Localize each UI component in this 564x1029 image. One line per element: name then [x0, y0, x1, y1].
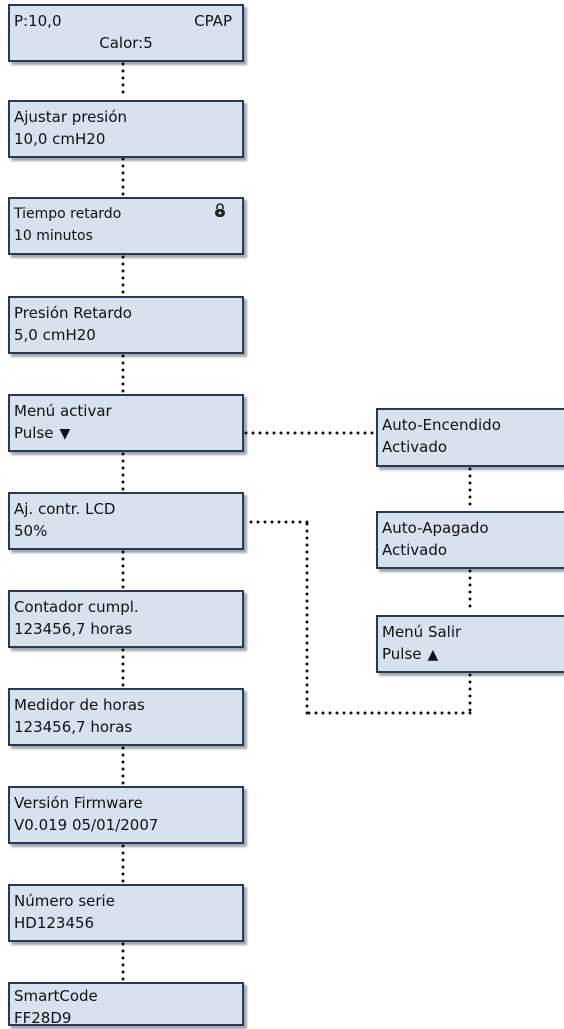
menu-label: Ajustar presión: [14, 108, 128, 126]
menu-presion-retardo: Presión Retardo 5,0 cmH20: [8, 296, 244, 354]
menu-label: Contador cumpl.: [14, 598, 139, 616]
menu-tiempo-retardo: Tiempo retardo 10 minutos: [8, 197, 244, 255]
submenu-auto-encendido: Auto-Encendido Activado: [376, 408, 564, 467]
menu-value: 123456,7 horas: [14, 718, 133, 736]
menu-ajustar-presion: Ajustar presión 10,0 cmH20: [8, 100, 244, 158]
menu-value: 50%: [14, 522, 48, 540]
down-triangle-icon: ▼: [59, 426, 71, 442]
menu-label: Presión Retardo: [14, 304, 132, 322]
pressure-readout: P:10,0: [14, 12, 62, 30]
menu-label: Auto-Apagado: [382, 519, 489, 537]
mode-readout: CPAP: [194, 12, 232, 30]
heat-readout: Calor:5: [99, 34, 153, 52]
menu-value: Activado: [382, 541, 448, 559]
submenu-menu-salir: Menú Salir Pulse ▲: [376, 615, 564, 673]
up-triangle-icon: ▲: [427, 647, 439, 663]
menu-lcd-contrast: Aj. contr. LCD 50%: [8, 492, 244, 550]
menu-value: 123456,7 horas: [14, 620, 133, 638]
menu-label: Aj. contr. LCD: [14, 500, 116, 518]
submenu-auto-apagado: Auto-Apagado Activado: [376, 511, 564, 569]
lock-icon: [214, 203, 226, 226]
menu-version-firmware: Versión Firmware V0.019 05/01/2007: [8, 786, 244, 844]
menu-value: HD123456: [14, 914, 95, 932]
menu-label: Menú Salir: [382, 623, 462, 641]
menu-value: 10 minutos: [14, 228, 93, 244]
status-screen: P:10,0 CPAP Calor:5: [8, 4, 244, 62]
menu-value: V0.019 05/01/2007: [14, 816, 159, 834]
menu-value: 10,0 cmH20: [14, 130, 106, 148]
menu-value: 5,0 cmH20: [14, 326, 96, 344]
menu-value: Pulse: [382, 645, 422, 663]
menu-value: Activado: [382, 438, 448, 456]
menu-value: Pulse: [14, 424, 54, 442]
menu-contador-cumpl: Contador cumpl. 123456,7 horas: [8, 590, 244, 648]
menu-label: Medidor de horas: [14, 696, 145, 714]
menu-menu-activar: Menú activar Pulse ▼: [8, 394, 244, 452]
menu-label: Tiempo retardo: [14, 206, 122, 222]
menu-medidor-horas: Medidor de horas 123456,7 horas: [8, 688, 244, 746]
menu-label: Menú activar: [14, 402, 112, 420]
menu-numero-serie: Número serie HD123456: [8, 884, 244, 942]
menu-value: FF28D9: [14, 1009, 72, 1027]
menu-label: Auto-Encendido: [382, 416, 501, 434]
menu-smartcode: SmartCode FF28D9: [8, 982, 244, 1027]
menu-label: SmartCode: [14, 987, 98, 1005]
menu-label: Versión Firmware: [14, 794, 143, 812]
menu-label: Número serie: [14, 892, 115, 910]
